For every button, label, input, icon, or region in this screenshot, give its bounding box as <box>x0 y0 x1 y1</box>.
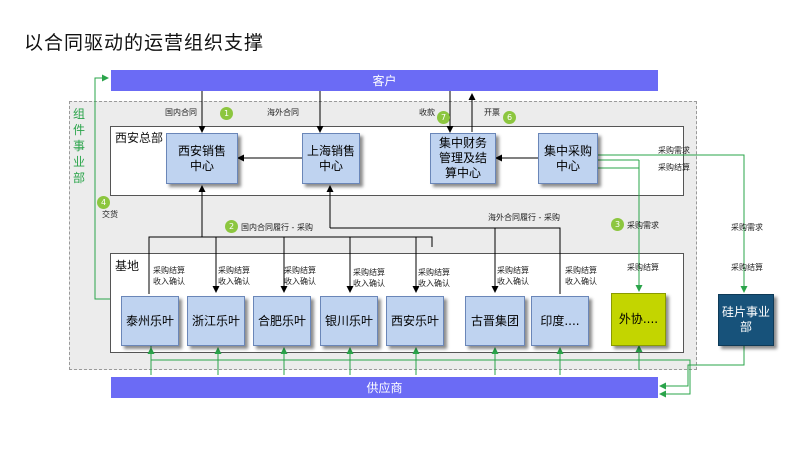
label-settle-income-yinchuan: 采购结算收入确认 <box>353 268 385 288</box>
label-settle-income-hefei: 采购结算收入确认 <box>284 266 316 286</box>
hq-panel-label: 西安总部 <box>115 131 164 145</box>
label-invoice: 开票 <box>484 108 500 117</box>
label-collection: 收款 <box>419 108 435 117</box>
base-taizhou: 泰州乐叶 <box>121 296 179 346</box>
xian-sales-center: 西安销售中心 <box>166 133 238 184</box>
label-overseas-contract: 海外合同 <box>267 108 299 117</box>
label-settle-income-india: 采购结算收入确认 <box>565 266 597 286</box>
step-badge-4: 4 <box>97 196 110 209</box>
label-purchase-settle-hq: 采购结算 <box>658 163 690 172</box>
label-delivery: 交货 <box>102 210 118 219</box>
label-purchase-demand-out: 采购需求 <box>627 221 659 230</box>
step-badge-3: 3 <box>611 218 624 231</box>
step-badge-1: 1 <box>220 107 233 120</box>
label-purchase-demand-hq: 采购需求 <box>658 146 690 155</box>
step-badge-7: 7 <box>437 111 450 124</box>
shanghai-sales-center: 上海销售中心 <box>302 133 360 184</box>
label-purchase-demand-si: 采购需求 <box>731 223 763 232</box>
base-india: 印度.... <box>531 296 589 346</box>
label-settle-income-zhejiang: 采购结算收入确认 <box>218 266 250 286</box>
label-purchase-settle-out: 采购结算 <box>627 263 659 272</box>
label-domestic-perform: 国内合同履行 - 采购 <box>241 223 313 232</box>
step-badge-6: 6 <box>503 111 516 124</box>
base-gujin: 古晋集团 <box>465 296 525 346</box>
step-badge-2: 2 <box>225 220 238 233</box>
base-hefei: 合肥乐叶 <box>253 296 311 346</box>
label-settle-income-xian: 采购结算收入确认 <box>418 268 450 288</box>
supplier-bar: 供应商 <box>111 377 658 398</box>
finance-center: 集中财务管理及结算中心 <box>430 133 496 184</box>
customer-bar: 客户 <box>111 70 658 91</box>
label-overseas-perform: 海外合同履行 - 采购 <box>488 213 560 222</box>
page-title: 以合同驱动的运营组织支撑 <box>24 32 265 54</box>
label-domestic-contract: 国内合同 <box>165 108 197 117</box>
component-division-label: 组件事业部 <box>72 107 85 185</box>
procurement-center: 集中采购中心 <box>538 133 598 184</box>
label-settle-income-taizhou: 采购结算收入确认 <box>153 266 185 286</box>
label-purchase-settle-si: 采购结算 <box>731 263 763 272</box>
base-zhejiang: 浙江乐叶 <box>187 296 245 346</box>
base-xian: 西安乐叶 <box>386 296 444 346</box>
base-panel-label: 基地 <box>115 259 140 273</box>
base-yinchuan: 银川乐叶 <box>320 296 378 346</box>
label-settle-income-gujin: 采购结算收入确认 <box>497 266 529 286</box>
silicon-division: 硅片事业部 <box>718 294 774 346</box>
outsourcing-box: 外协.... <box>611 293 666 346</box>
